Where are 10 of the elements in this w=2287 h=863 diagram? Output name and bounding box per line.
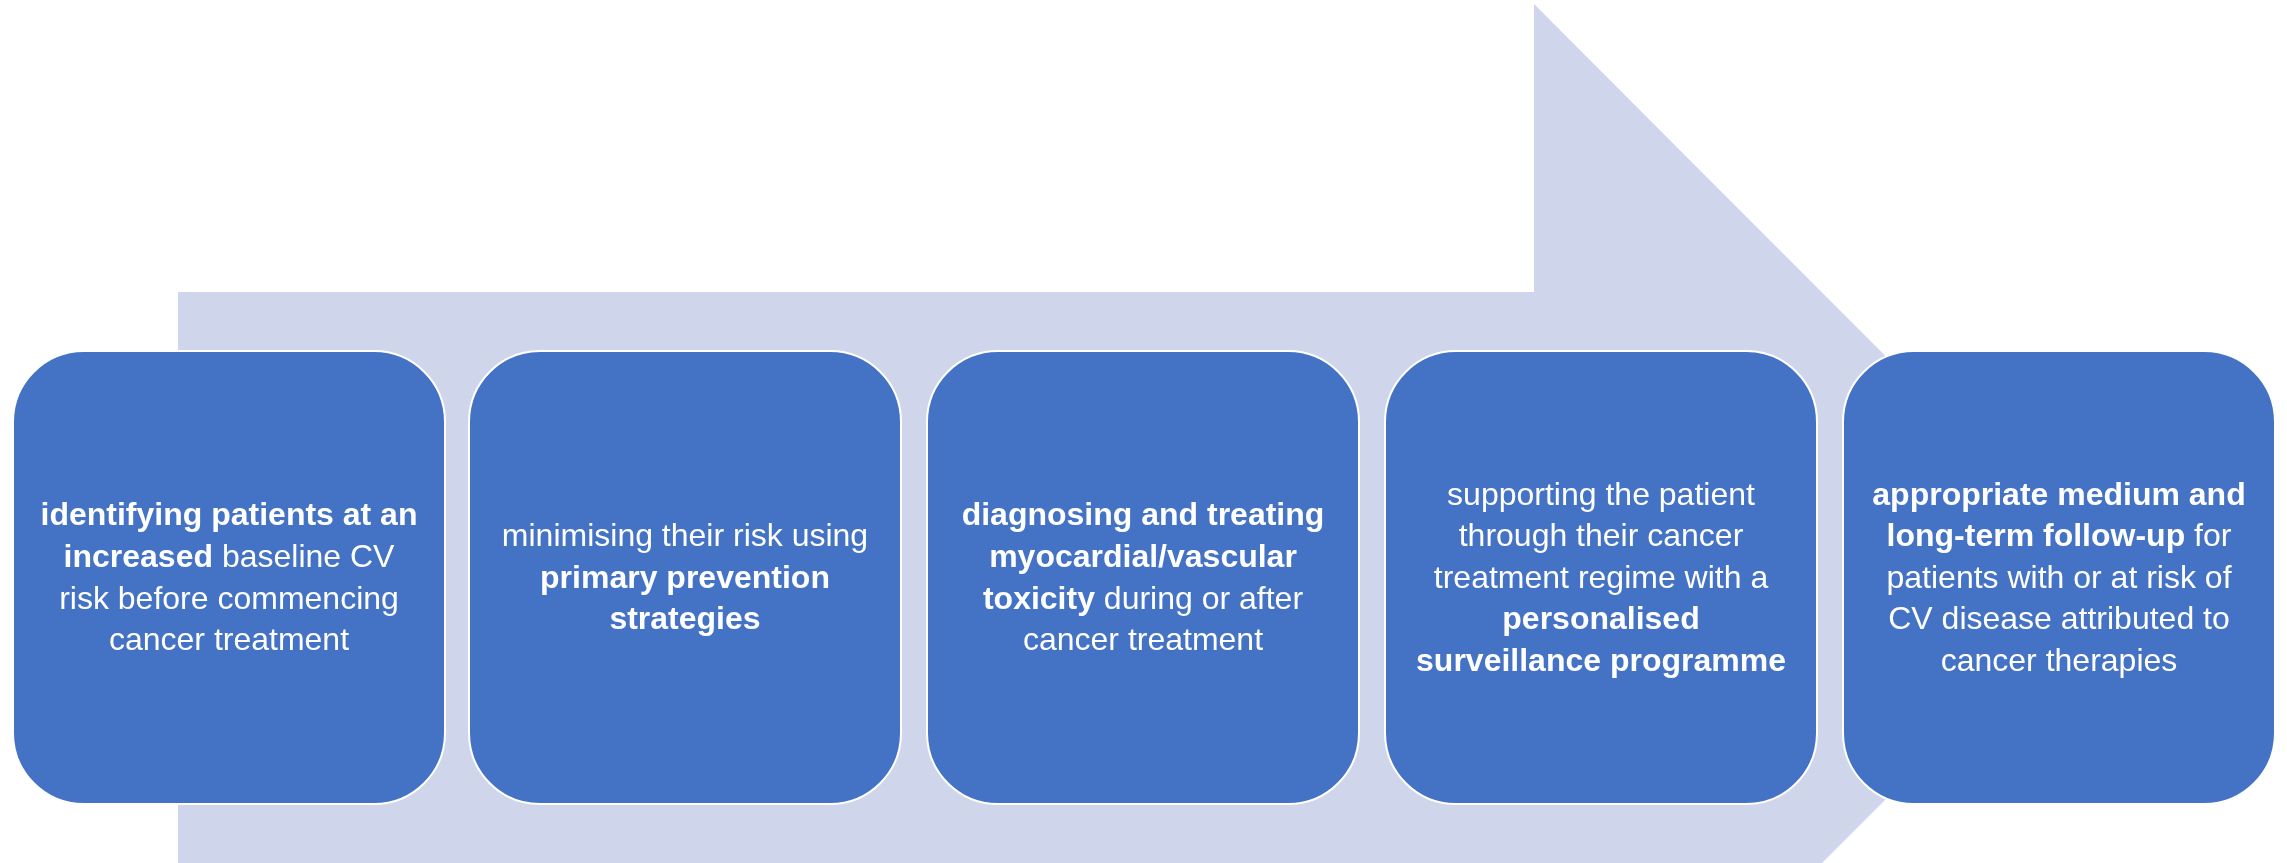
process-box (1384, 350, 1818, 805)
step-text: supporting the patient through their cancer treatment regime with a personalised surveillance programme (1415, 474, 1787, 680)
step-text: identifying patients at an increased baseline CV risk before commencing cancer treatment (40, 495, 418, 660)
process-box (468, 350, 902, 805)
process-box (12, 350, 446, 805)
step-text: diagnosing and treating myocardial/vascular toxicity during or after cancer treatment (960, 495, 1326, 660)
process-box (1842, 350, 2276, 805)
process-box (926, 350, 1360, 805)
step-text: minimising their risk using primary prevention strategies (500, 516, 870, 639)
step-text: appropriate medium and long-term follow-up for patients with or at risk of CV disease attributed to cancer therapies (1871, 474, 2247, 680)
